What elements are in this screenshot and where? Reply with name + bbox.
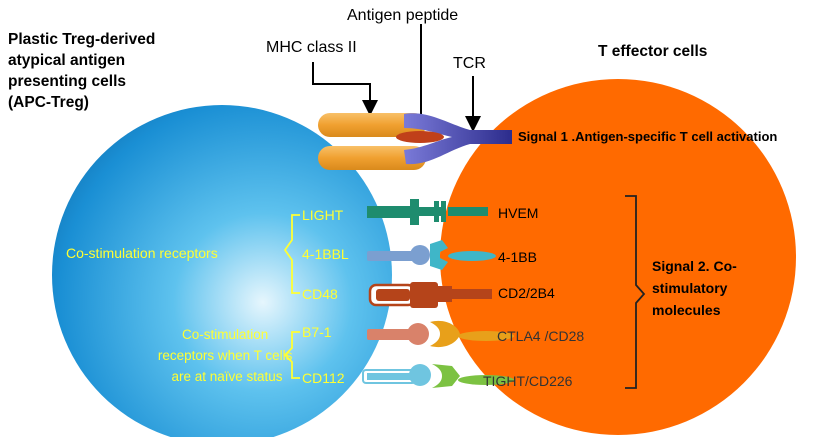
mhc-lower-chain <box>318 146 426 170</box>
receptor-ctla4-label: CTLA4 /CD28 <box>497 328 584 344</box>
antigen-peptide-label: Antigen peptide <box>347 7 458 24</box>
receptor-41bb-label: 4-1BB <box>498 249 537 265</box>
mhc-arrow <box>312 62 378 116</box>
mhc-upper-chain <box>318 113 426 137</box>
receptor-cd226-label: TIGHT/CD226 <box>483 373 573 389</box>
tcr-label: TCR <box>453 55 486 72</box>
b71-ctla4-molecules <box>367 320 514 348</box>
antigen-peptide <box>396 131 444 143</box>
costim-receptors-label: Co-stimulation receptors <box>66 245 218 261</box>
mhc-class-ii-label: MHC class II <box>266 39 357 56</box>
ligand-b71-label: B7-1 <box>302 324 332 340</box>
cd48-cd2-molecules <box>368 282 492 308</box>
naive-costim-label: Co-stimulation receptors when T cells ar… <box>158 327 296 384</box>
ligand-41bbl-label: 4-1BBL <box>302 246 349 262</box>
apc-treg-cell <box>52 105 392 437</box>
receptor-cd2-label: CD2/2B4 <box>498 285 555 301</box>
apc-treg-title: Plastic Treg-derived atypical antigen pr… <box>8 31 160 111</box>
ligand-cd112-label: CD112 <box>302 370 345 386</box>
left-bracket-lower <box>283 331 300 379</box>
ligand-light-label: LIGHT <box>302 207 344 223</box>
ligand-cd48-label: CD48 <box>302 286 338 302</box>
signal-1-label: Signal 1 .Antigen-specific T cell activa… <box>518 129 777 144</box>
left-bracket-upper <box>283 214 300 294</box>
receptor-hvem-label: HVEM <box>498 205 538 221</box>
tcr-molecule <box>404 113 512 165</box>
41bbl-41bb-molecules <box>367 240 496 270</box>
light-hvem-molecules <box>367 199 488 225</box>
cd112-cd226-molecules <box>362 364 514 388</box>
t-effector-title: T effector cells <box>598 43 707 60</box>
t-effector-cell <box>440 79 796 435</box>
right-bracket <box>625 195 646 389</box>
signal-2-label: Signal 2. Co- stimulatory molecules <box>652 258 741 318</box>
